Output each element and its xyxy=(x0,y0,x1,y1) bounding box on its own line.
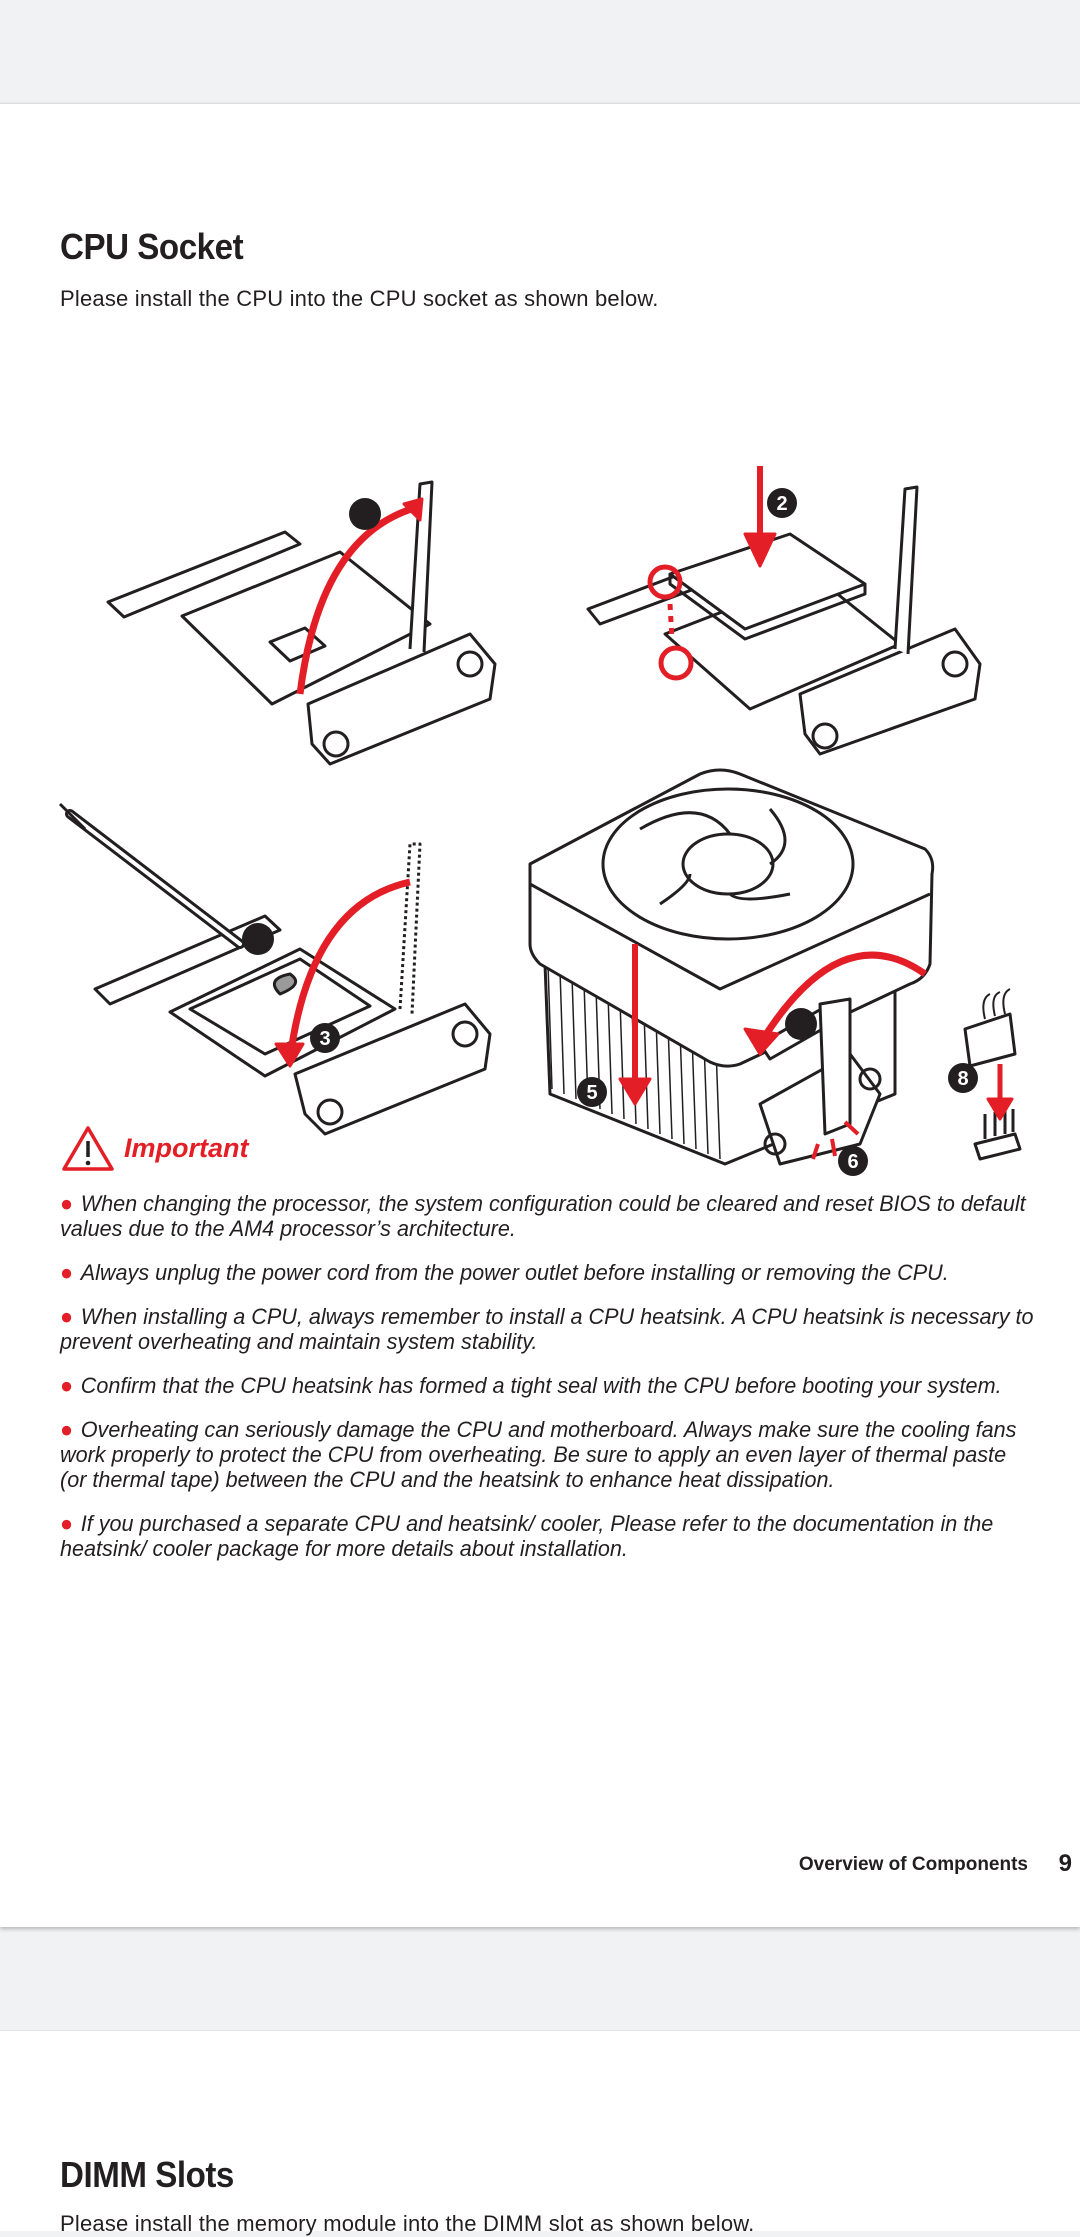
bullet-icon: ● xyxy=(60,1417,74,1442)
cpu-insert-step: 2 xyxy=(586,466,982,756)
important-title: Important xyxy=(124,1132,249,1163)
section-title: CPU Socket xyxy=(60,226,244,267)
footer-chapter: Overview of Components xyxy=(798,1854,1028,1875)
bullet-icon: ● xyxy=(60,1304,74,1329)
next-section-title: DIMM Slots xyxy=(60,2154,234,2195)
bullet-icon: ● xyxy=(60,1260,74,1285)
step-number: 3 xyxy=(319,1028,330,1050)
heatsink-install-step: 5 6 8 xyxy=(528,768,1022,1176)
list-item: ●If you purchased a separate CPU and hea… xyxy=(60,1511,994,1561)
socket-lever-step xyxy=(106,480,497,766)
page-number: 9 xyxy=(1058,1850,1072,1877)
list-item: ●Always unplug the power cord from the p… xyxy=(60,1260,949,1285)
warning-icon xyxy=(62,1126,114,1171)
manual-page-9: CPU Socket Please install the CPU into t… xyxy=(0,103,1080,1927)
step-number: 2 xyxy=(776,493,787,515)
thermal-paste-step: 3 xyxy=(58,802,492,1136)
step-number: 5 xyxy=(586,1082,597,1104)
list-item: ●Confirm that the CPU heatsink has forme… xyxy=(60,1373,1002,1398)
list-item: ●When installing a CPU, always remember … xyxy=(60,1304,1034,1354)
list-item: ●Overheating can seriously damage the CP… xyxy=(60,1417,1017,1492)
bullet-icon: ● xyxy=(60,1511,74,1536)
important-list: ●When changing the processor, the system… xyxy=(60,1191,1040,1580)
manual-page-10: DIMM Slots Please install the memory mod… xyxy=(0,2030,1080,2236)
cpu-installation-diagram: 2 3 xyxy=(58,466,1022,1176)
list-item: ●When changing the processor, the system… xyxy=(60,1191,1026,1241)
step-number: 6 xyxy=(847,1151,858,1173)
important-notice: Important xyxy=(60,1124,249,1172)
step-number: 8 xyxy=(957,1068,968,1090)
next-section-intro: Please install the memory module into th… xyxy=(60,2211,755,2236)
bullet-icon: ● xyxy=(60,1373,74,1398)
bullet-icon: ● xyxy=(60,1191,74,1216)
section-intro: Please install the CPU into the CPU sock… xyxy=(60,286,659,311)
